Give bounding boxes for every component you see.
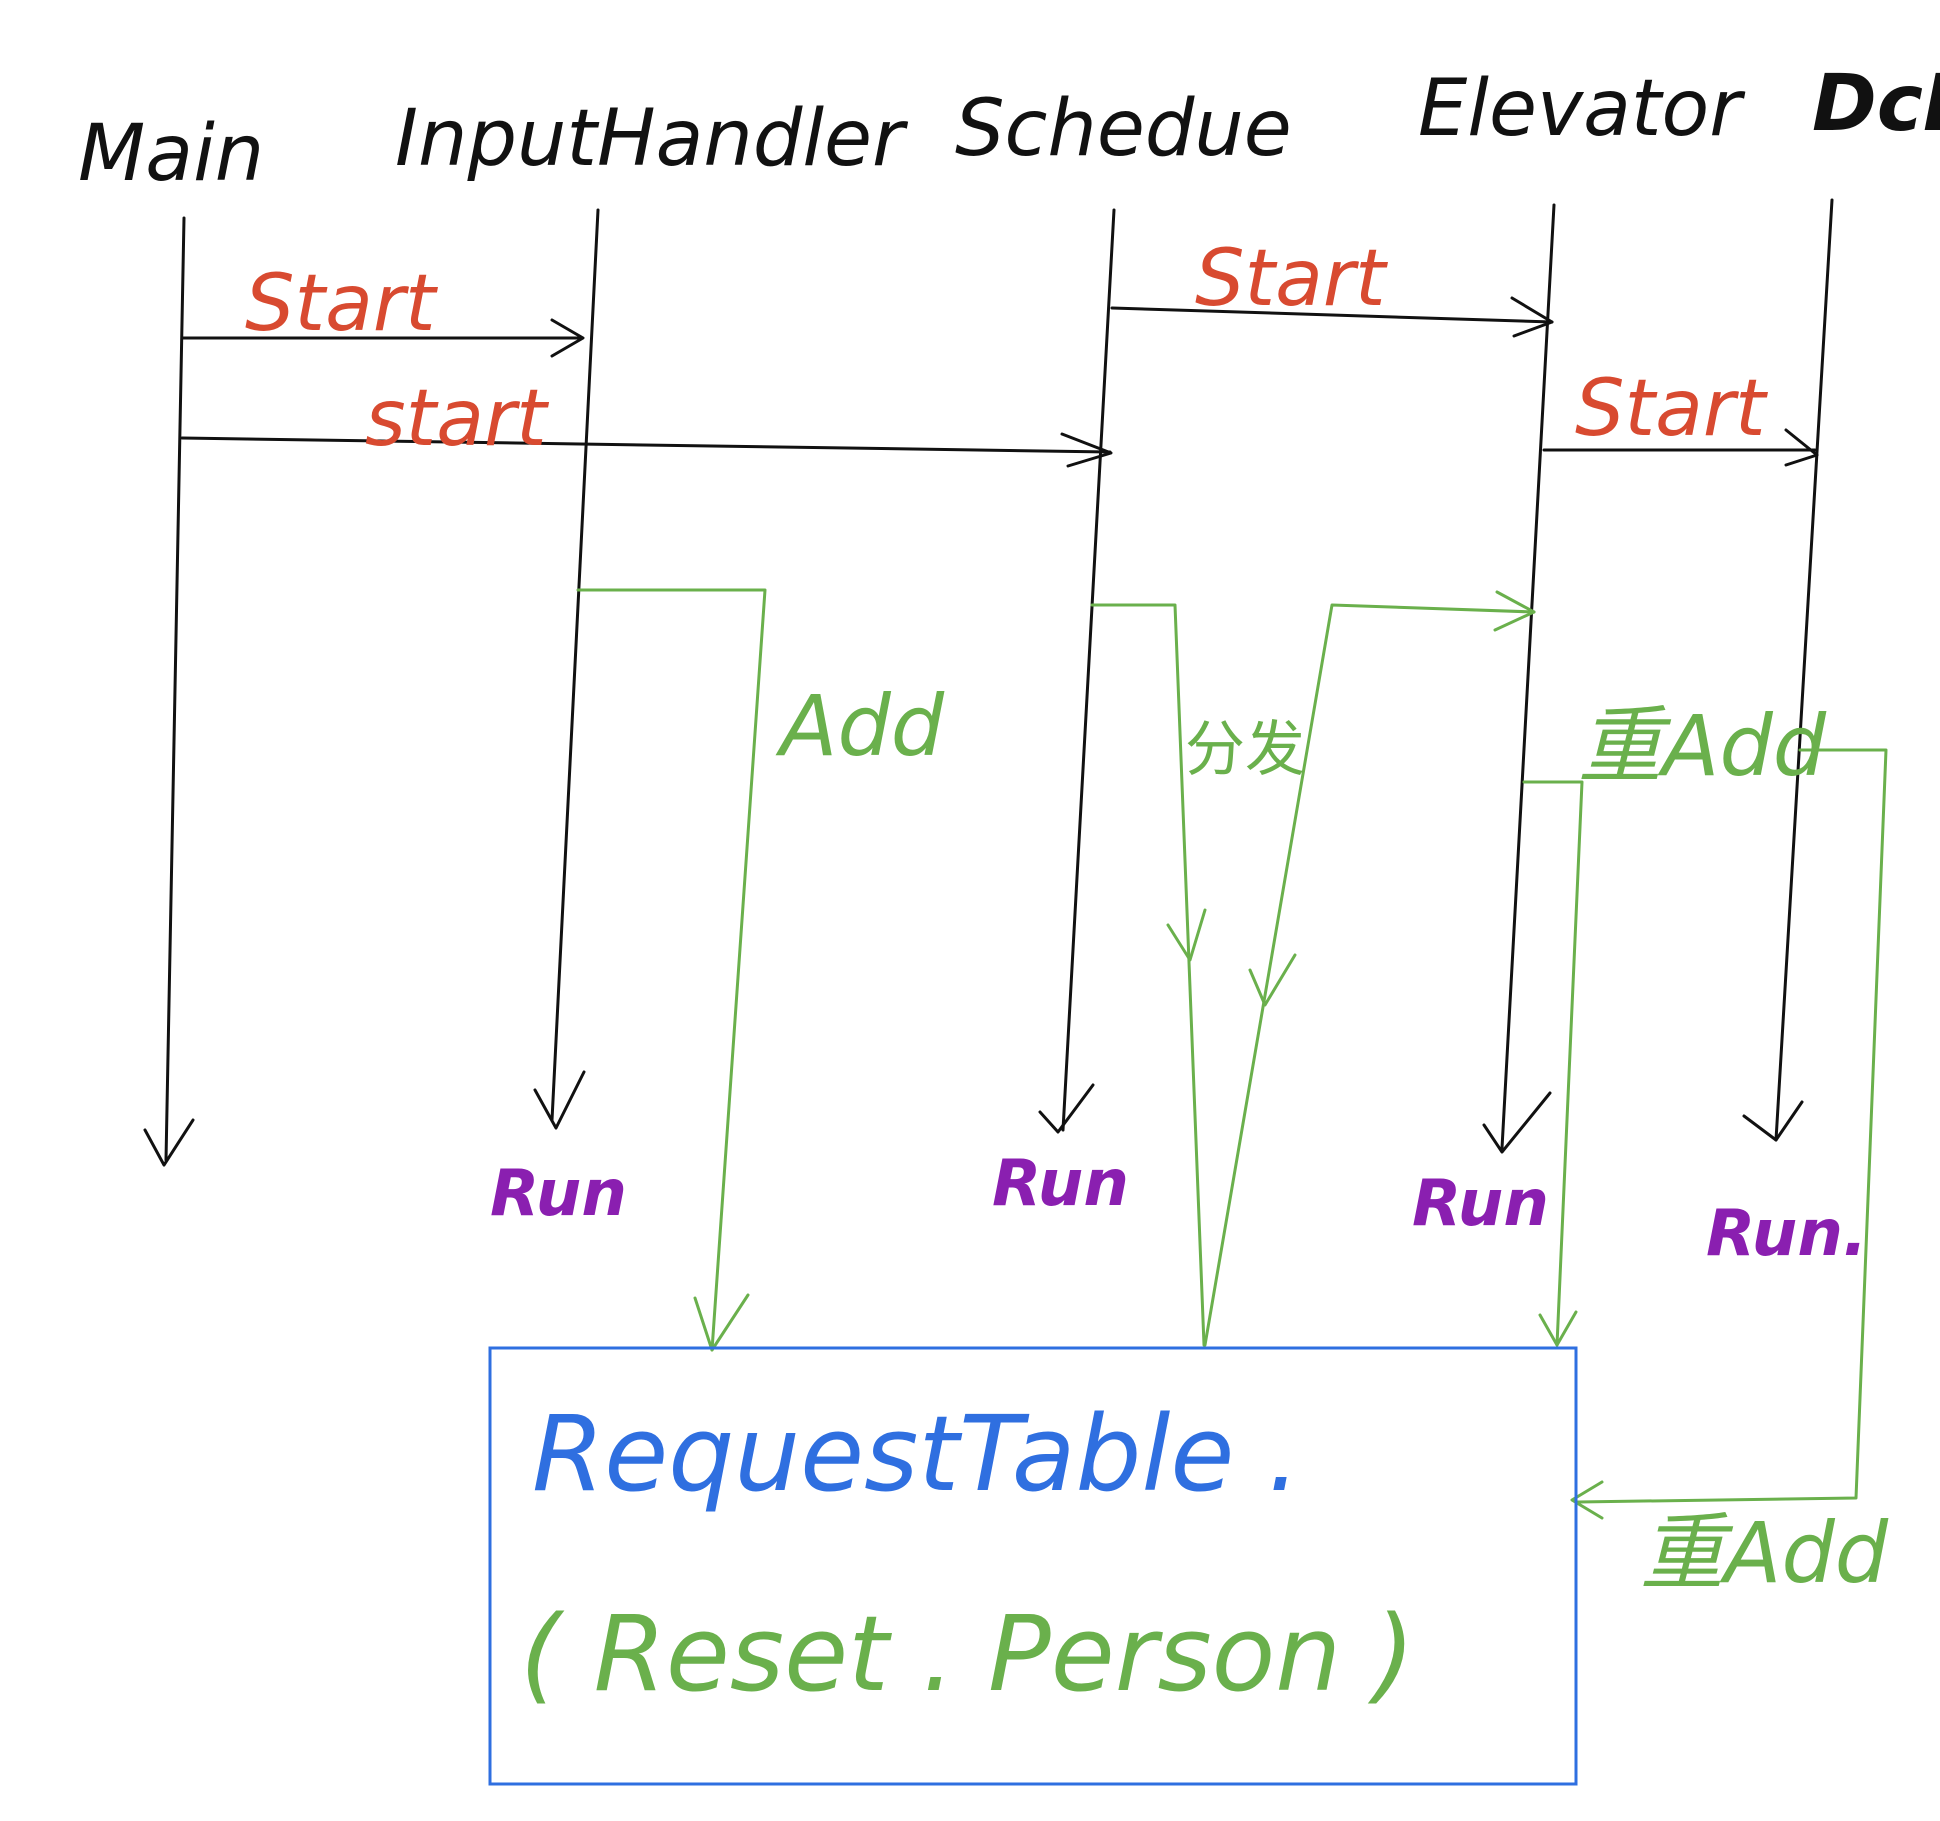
flow-dispatch-to-elevator (1203, 590, 1536, 1347)
run-label-input-handler: Run (490, 1157, 627, 1231)
request-table-subtitle: ( Reset . Person ) (520, 1593, 1415, 1715)
flow-re-add-de (1570, 748, 1888, 1520)
label-add: Add (775, 677, 945, 775)
lifeline-title-de: DcE (1812, 59, 1940, 149)
run-label-de: Run. (1706, 1197, 1867, 1271)
lifeline-main (143, 216, 195, 1167)
arrow-start-main-input (180, 318, 585, 358)
lifeline-elevator (1482, 203, 1556, 1154)
flow-dispatch-schedule (1090, 603, 1207, 1347)
lifeline-de (1742, 198, 1834, 1142)
label-start-elevator-de: Start (1575, 364, 1768, 454)
lifeline-schedule (1038, 208, 1116, 1134)
arrow-start-main-schedule (180, 432, 1113, 468)
label-start-schedule-elevator: Start (1195, 234, 1388, 324)
lifeline-title-input-handler: InputHandler (395, 94, 909, 184)
label-dispatch: 分发 (1185, 715, 1305, 785)
label-re-add-de: 重Add (1640, 1504, 1889, 1602)
label-start-main-schedule: start (365, 374, 549, 464)
label-start-main-input: Start (245, 259, 438, 349)
flow-add-input-handler (576, 588, 767, 1352)
lifeline-title-schedule: Schedue (955, 84, 1292, 174)
flow-re-add-elevator (1522, 780, 1584, 1347)
run-label-elevator: Run (1412, 1167, 1549, 1241)
label-re-add-elevator: 重Add (1578, 697, 1827, 795)
request-table-title: RequestTable . (532, 1393, 1300, 1515)
request-table-box (488, 1346, 1578, 1786)
run-label-schedule: Run (992, 1147, 1129, 1221)
lifeline-title-elevator: Elevator (1418, 64, 1746, 154)
lifeline-input-handler (533, 208, 600, 1130)
arrow-start-elevator-de (1542, 428, 1819, 467)
lifeline-title-main: Main (78, 109, 264, 199)
arrow-start-schedule-elevator (1110, 296, 1554, 338)
